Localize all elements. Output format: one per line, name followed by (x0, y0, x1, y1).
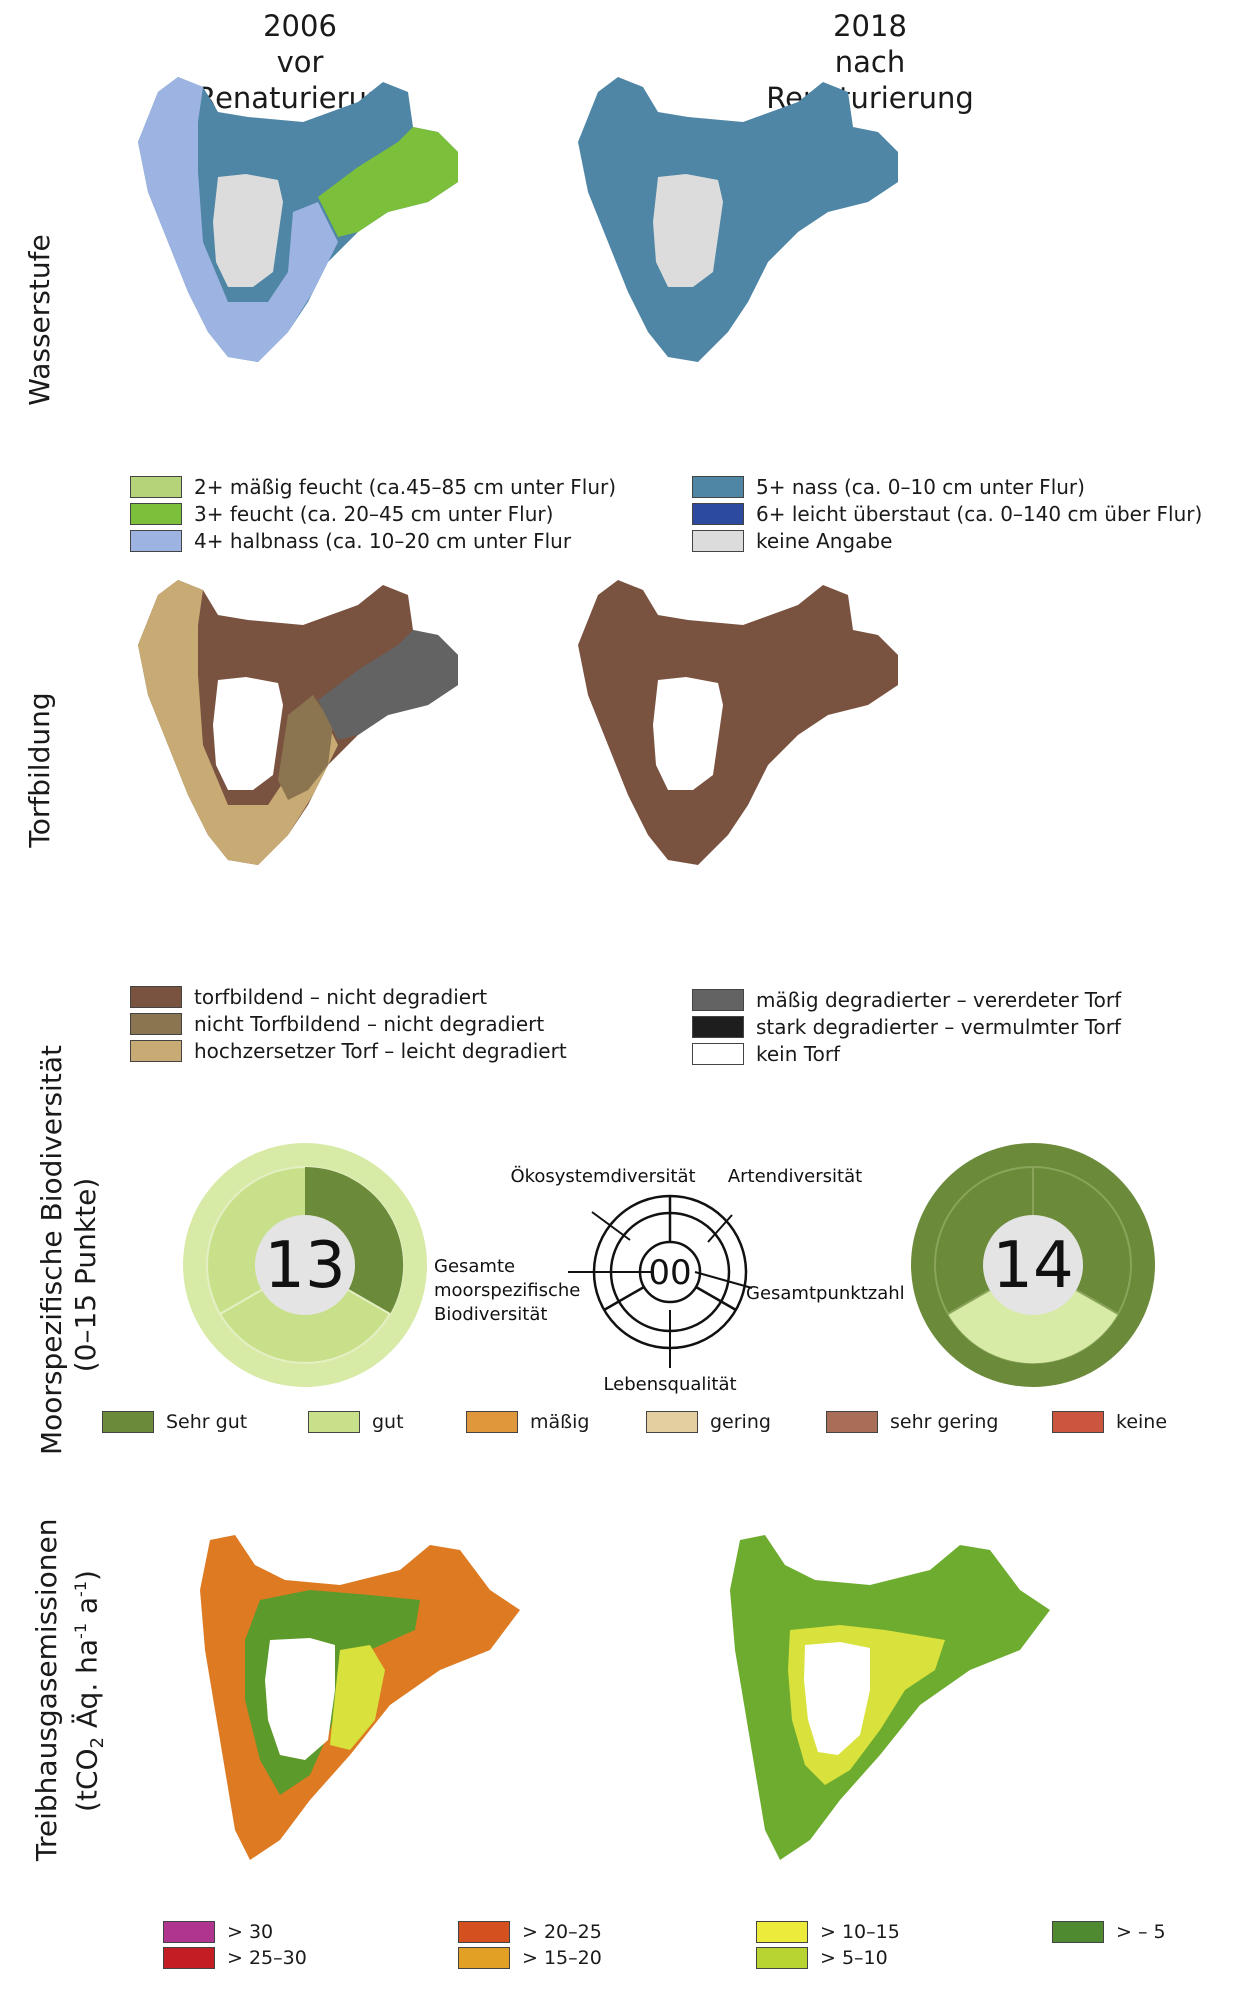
map-torfbildung-2006 (138, 580, 458, 865)
swatch (692, 1043, 744, 1065)
map-shape (200, 1535, 520, 1860)
swatch (692, 503, 744, 525)
map-shape (730, 1535, 1050, 1860)
row-label-treibhaus: Treibhausgasemissionen (tCO2 Äq. ha-1 a-… (30, 1518, 108, 1861)
treibhaus-line2: (tCO2 Äq. ha-1 a-1) (70, 1570, 108, 1812)
key-label-lebensqualitaet: Lebensqualität (603, 1374, 736, 1395)
legend-ghg-3: > 20–25 (458, 1920, 602, 1944)
swatch (466, 1411, 518, 1433)
swatch (130, 1040, 182, 1062)
swatch (130, 1013, 182, 1035)
treibhaus-line1: Treibhausgasemissionen (30, 1518, 63, 1861)
map-shape (138, 77, 458, 362)
swatch (458, 1947, 510, 1969)
swatch (130, 503, 182, 525)
legend-water-2: 3+ feucht (ca. 20–45 cm unter Flur) (130, 502, 553, 526)
legend-bio-4: gering (646, 1410, 771, 1434)
map-torfbildung-2018 (578, 580, 898, 865)
zone-maessig-degradiert (318, 630, 458, 740)
legend-peat-1: torfbildend – nicht degradiert (130, 985, 487, 1009)
legend-peat-5: stark degradierter – vermulmter Torf (692, 1015, 1121, 1039)
key-label-oekosystem: Ökosystemdiversität (510, 1165, 695, 1187)
legend-ghg-6: > 5–10 (756, 1946, 888, 1970)
key-center-value: 00 (648, 1253, 691, 1293)
map-shape (578, 77, 898, 362)
legend-bio-2: gut (308, 1410, 404, 1434)
swatch (692, 1016, 744, 1038)
legend-water-5: 6+ leicht überstaut (ca. 0–140 cm über F… (692, 502, 1202, 526)
legend-peat-6: kein Torf (692, 1042, 840, 1066)
key-label-gesamte-1: Gesamte (434, 1256, 515, 1277)
biodiversitaet-line2: (0–15 Punkte) (69, 1177, 102, 1373)
swatch (130, 476, 182, 498)
swatch (756, 1947, 808, 1969)
swatch (756, 1921, 808, 1943)
map-wasserstufe-2006 (138, 77, 458, 362)
zone-nicht-torfbildend (278, 695, 333, 800)
dial-center (255, 1215, 355, 1315)
subtitle-nach: nach Renaturierung (766, 45, 974, 115)
year-2006: 2006 (263, 9, 337, 43)
map-shape (138, 580, 458, 865)
biodiversitaet-line1: Moorspezifische Biodiversität (35, 1045, 68, 1455)
score-2018: 14 (992, 1229, 1073, 1303)
zone-yellow (330, 1645, 385, 1750)
key-label-gesamtpunkt: Gesamtpunktzahl (746, 1283, 905, 1304)
legend-ghg-2: > 25–30 (163, 1946, 307, 1970)
biodiversity-dial-2018: 14 (911, 1143, 1155, 1387)
swatch (692, 476, 744, 498)
legend-bio-5: sehr gering (826, 1410, 998, 1434)
hole (265, 1638, 335, 1760)
row-label-wasserstufe: Wasserstufe (23, 234, 56, 406)
year-2018: 2018 (833, 9, 907, 43)
row-label-biodiversitaet: Moorspezifische Biodiversität (0–15 Punk… (35, 1045, 105, 1455)
swatch (102, 1411, 154, 1433)
leader-oekosystem (591, 1211, 631, 1241)
swatch (308, 1411, 360, 1433)
key-label-gesamte-3: Biodiversität (434, 1304, 547, 1325)
legend-peat-4: mäßig degradierter – vererdeter Torf (692, 988, 1121, 1012)
legend-ghg-7: > – 5 (1052, 1920, 1166, 1944)
swatch (163, 1921, 215, 1943)
map-wasserstufe-2018 (578, 77, 898, 362)
hole (804, 1642, 870, 1755)
swatch (692, 989, 744, 1011)
zone-feucht (318, 127, 458, 237)
legend-ghg-1: > 30 (163, 1920, 273, 1944)
swatch (646, 1411, 698, 1433)
leader-gesamtpunkt (694, 1271, 753, 1289)
legend-ghg-4: > 15–20 (458, 1946, 602, 1970)
biodiversity-dial-2006: 13 (183, 1143, 427, 1387)
row-label-torfbildung: Torfbildung (23, 692, 56, 848)
swatch (1052, 1411, 1104, 1433)
swatch (130, 530, 182, 552)
legend-bio-6: keine (1052, 1410, 1167, 1434)
zone-halbnass (138, 77, 338, 362)
legend-water-4: 5+ nass (ca. 0–10 cm unter Flur) (692, 475, 1085, 499)
swatch (692, 530, 744, 552)
legend-bio-1: Sehr gut (102, 1410, 247, 1434)
biodiversity-key-diagram: 00 Ökosystemdiversität Artendiversität G… (434, 1165, 905, 1395)
swatch (163, 1947, 215, 1969)
legend-bio-3: mäßig (466, 1410, 589, 1434)
legend-peat-3: hochzersetzer Torf – leicht degradiert (130, 1039, 567, 1063)
legend-water-3: 4+ halbnass (ca. 10–20 cm unter Flur (130, 529, 571, 553)
swatch (130, 986, 182, 1008)
legend-water-6: keine Angabe (692, 529, 892, 553)
swatch (1052, 1921, 1104, 1943)
map-treibhaus-2006 (200, 1535, 520, 1860)
legend-peat-2: nicht Torfbildend – nicht degradiert (130, 1012, 544, 1036)
legend-ghg-5: > 10–15 (756, 1920, 900, 1944)
map-treibhaus-2018 (730, 1535, 1050, 1860)
dial-center (983, 1215, 1083, 1315)
legend-water-1: 2+ mäßig feucht (ca.45–85 cm unter Flur) (130, 475, 616, 499)
leader-arten (707, 1214, 733, 1243)
map-shape (578, 580, 898, 865)
score-2006: 13 (264, 1229, 345, 1303)
swatch (826, 1411, 878, 1433)
column-header-2018: 2018 nach Renaturierung (730, 8, 1010, 116)
key-label-arten: Artendiversität (728, 1166, 862, 1187)
key-label-gesamte-2: moorspezifische (434, 1280, 580, 1301)
swatch (458, 1921, 510, 1943)
